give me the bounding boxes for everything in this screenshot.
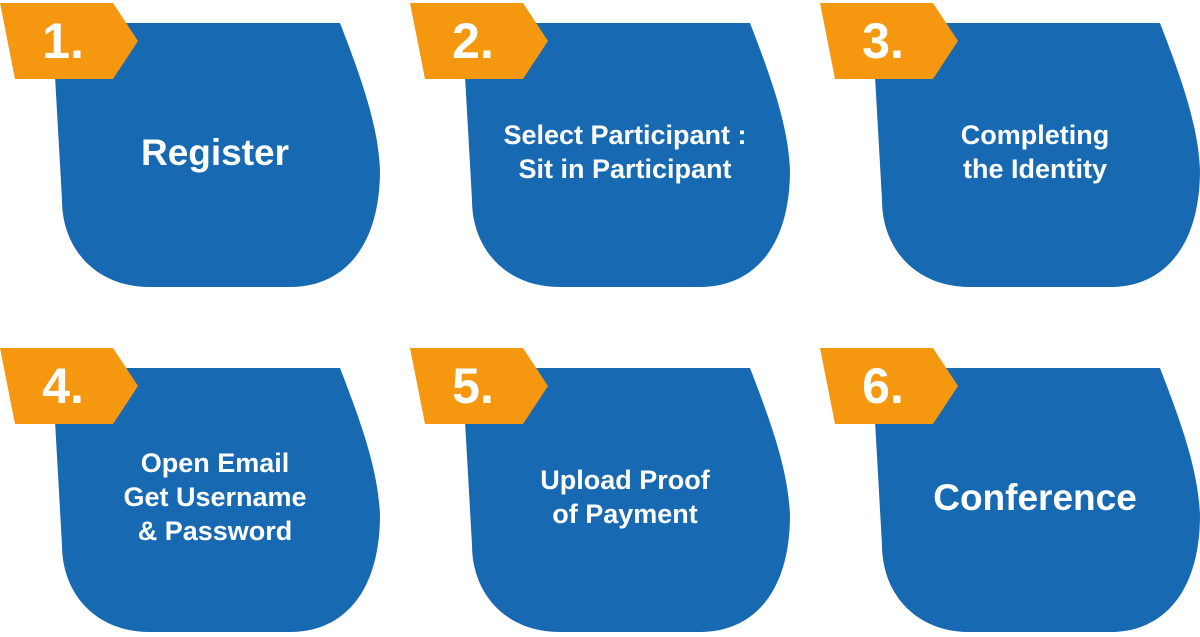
step-label: Upload Proof of Payment [540,465,710,529]
step-completing-identity: 3. Completing the Identity [820,0,1200,292]
step-card-shape [0,348,380,632]
step-number: 6. [862,358,904,414]
step-card-shape [820,348,1200,632]
step-card-shape [410,3,790,287]
step-conference: 6. Conference [820,345,1200,637]
step-open-email: 4. Open Email Get Username & Password [0,345,390,637]
step-upload-proof: 5. Upload Proof of Payment [410,345,800,637]
step-label: Select Participant : Sit in Participant [503,120,747,184]
step-select-participant: 2. Select Participant : Sit in Participa… [410,0,800,292]
step-label: Conference [933,476,1137,518]
step-number: 5. [452,358,494,414]
step-card-shape [820,3,1200,287]
step-card-shape [410,348,790,632]
step-label: Register [140,131,290,173]
step-card-shape [0,3,380,287]
step-number: 4. [42,358,84,414]
step-label: Open Email Get Username & Password [123,448,307,546]
step-label: Completing the Identity [960,120,1110,184]
step-number: 3. [862,13,904,69]
step-number: 1. [42,13,84,69]
step-register: 1. Register [0,0,390,292]
step-number: 2. [452,13,494,69]
